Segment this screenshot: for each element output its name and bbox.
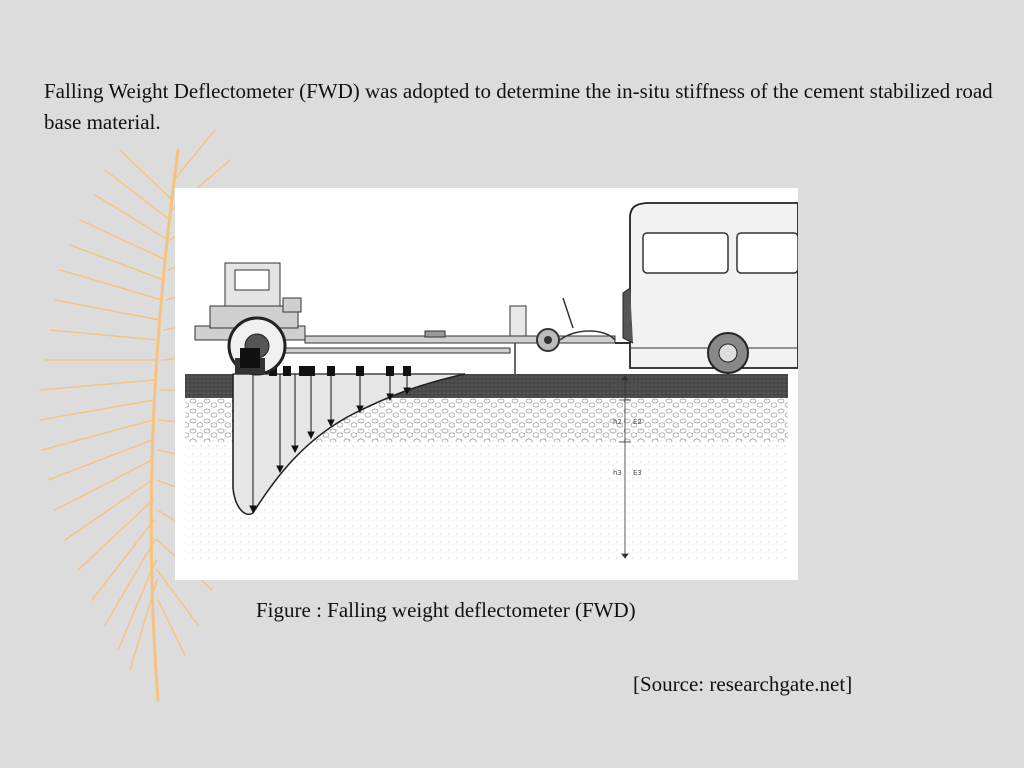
figure-panel: h1 E1 h2 E2 h3 E3 [175,188,798,580]
source-citation: [Source: researchgate.net] [633,672,853,696]
tow-van [622,202,798,374]
layer-depth-indicator [619,375,631,559]
layer-2-modulus: E2 [633,418,642,426]
layer-2-thickness: h2 [613,418,622,426]
fwd-diagram: h1 E1 h2 E2 h3 E3 [185,202,798,560]
layer-3-thickness: h3 [613,469,622,477]
figure-caption: Figure : Falling weight deflectometer (F… [256,598,636,622]
layer-3-modulus: E3 [633,469,642,477]
body-text: Falling Weight Deflectometer (FWD) was a… [44,79,993,134]
layer-1-thickness: h1 [613,382,622,390]
layer-1-modulus: E1 [633,382,642,390]
